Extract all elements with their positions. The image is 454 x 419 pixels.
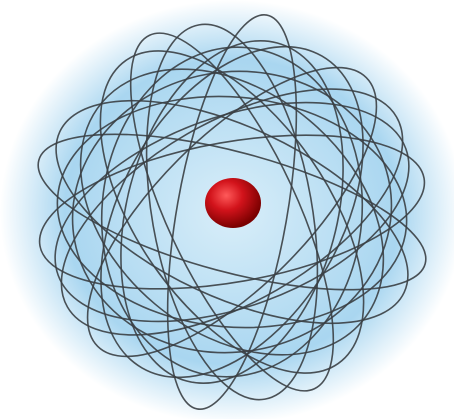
nucleus [205, 178, 261, 228]
